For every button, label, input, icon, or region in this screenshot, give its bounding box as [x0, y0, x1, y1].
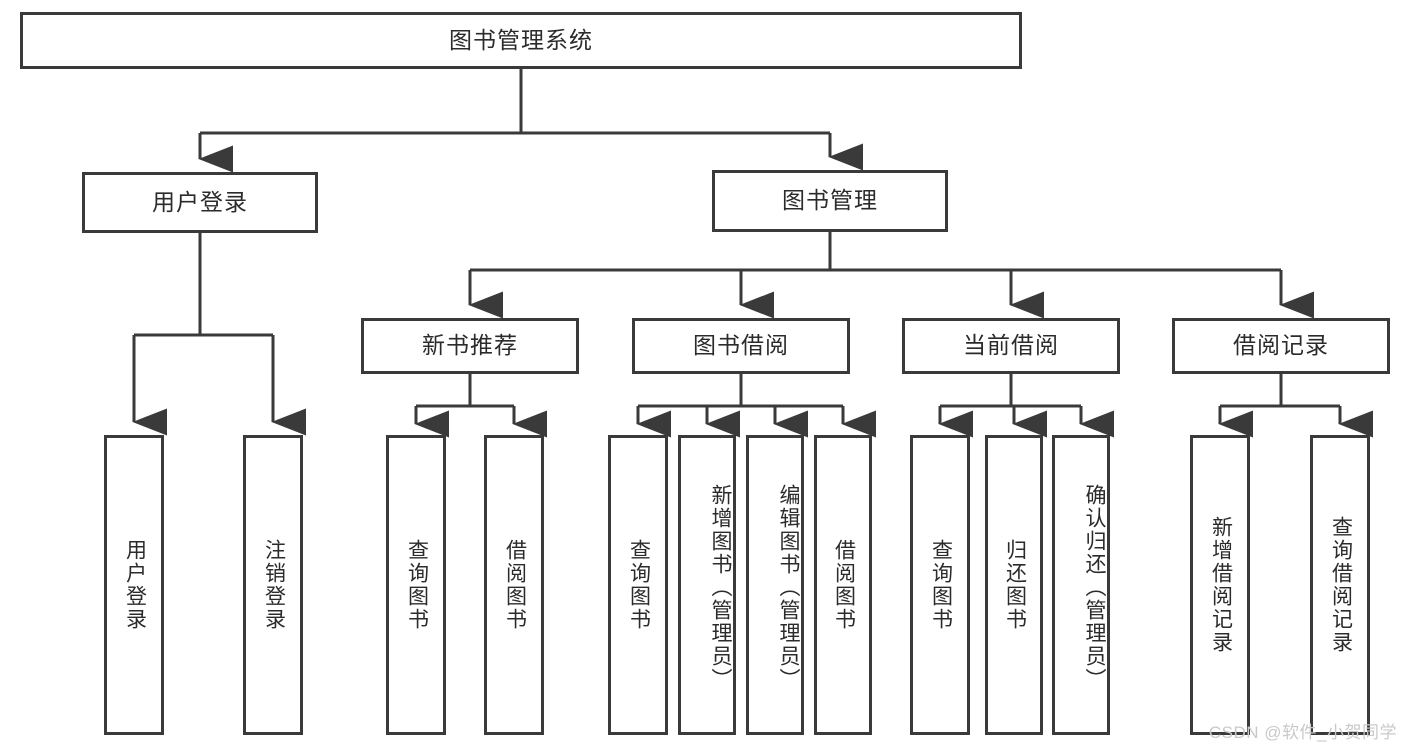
- node-book-management[interactable]: 图书管理: [712, 170, 948, 232]
- leaf-add-book-admin[interactable]: 新增图书（管理员）: [678, 435, 736, 735]
- node-label: 查询借阅记录: [1329, 516, 1353, 654]
- node-current-borrow[interactable]: 当前借阅: [902, 318, 1120, 374]
- leaf-return-book[interactable]: 归还图书: [985, 435, 1043, 735]
- node-label: 图书借阅: [693, 332, 789, 359]
- leaf-query-borrow-record[interactable]: 查询借阅记录: [1310, 435, 1370, 735]
- node-label: 借阅记录: [1233, 332, 1329, 359]
- node-label: 新书推荐: [422, 332, 518, 359]
- node-label: 编辑图书（管理员）: [777, 483, 800, 691]
- leaf-query-book-recommend[interactable]: 查询图书: [386, 435, 446, 735]
- node-label: 确认归还（管理员）: [1083, 483, 1106, 691]
- node-label: 用户登录: [123, 539, 147, 631]
- node-label: 注销登录: [262, 539, 286, 631]
- node-root-book-management-system[interactable]: 图书管理系统: [20, 12, 1022, 69]
- node-label: 图书管理系统: [449, 26, 593, 53]
- node-label: 新增借阅记录: [1209, 516, 1233, 654]
- node-label: 当前借阅: [963, 332, 1059, 359]
- node-book-borrow[interactable]: 图书借阅: [632, 318, 850, 374]
- node-label: 查询图书: [405, 539, 429, 631]
- node-label: 借阅图书: [832, 539, 856, 631]
- leaf-user-login[interactable]: 用户登录: [104, 435, 164, 735]
- node-new-book-recommend[interactable]: 新书推荐: [361, 318, 579, 374]
- node-label: 归还图书: [1003, 539, 1027, 631]
- node-label: 查询图书: [929, 539, 953, 631]
- leaf-borrow-book[interactable]: 借阅图书: [814, 435, 872, 735]
- leaf-confirm-return-admin[interactable]: 确认归还（管理员）: [1052, 435, 1110, 735]
- leaf-logout[interactable]: 注销登录: [243, 435, 303, 735]
- node-label: 新增图书（管理员）: [709, 483, 732, 691]
- leaf-edit-book-admin[interactable]: 编辑图书（管理员）: [746, 435, 804, 735]
- node-label: 查询图书: [627, 539, 651, 631]
- leaf-query-book-current[interactable]: 查询图书: [910, 435, 970, 735]
- leaf-add-borrow-record[interactable]: 新增借阅记录: [1190, 435, 1250, 735]
- node-user-login[interactable]: 用户登录: [82, 172, 318, 233]
- watermark: CSDN @软件_小贺同学: [1208, 723, 1397, 742]
- leaf-query-book-borrow[interactable]: 查询图书: [608, 435, 668, 735]
- node-label: 图书管理: [782, 187, 878, 214]
- node-label: 用户登录: [152, 188, 248, 215]
- node-borrow-record[interactable]: 借阅记录: [1172, 318, 1390, 374]
- leaf-borrow-book-recommend[interactable]: 借阅图书: [484, 435, 544, 735]
- node-label: 借阅图书: [503, 539, 527, 631]
